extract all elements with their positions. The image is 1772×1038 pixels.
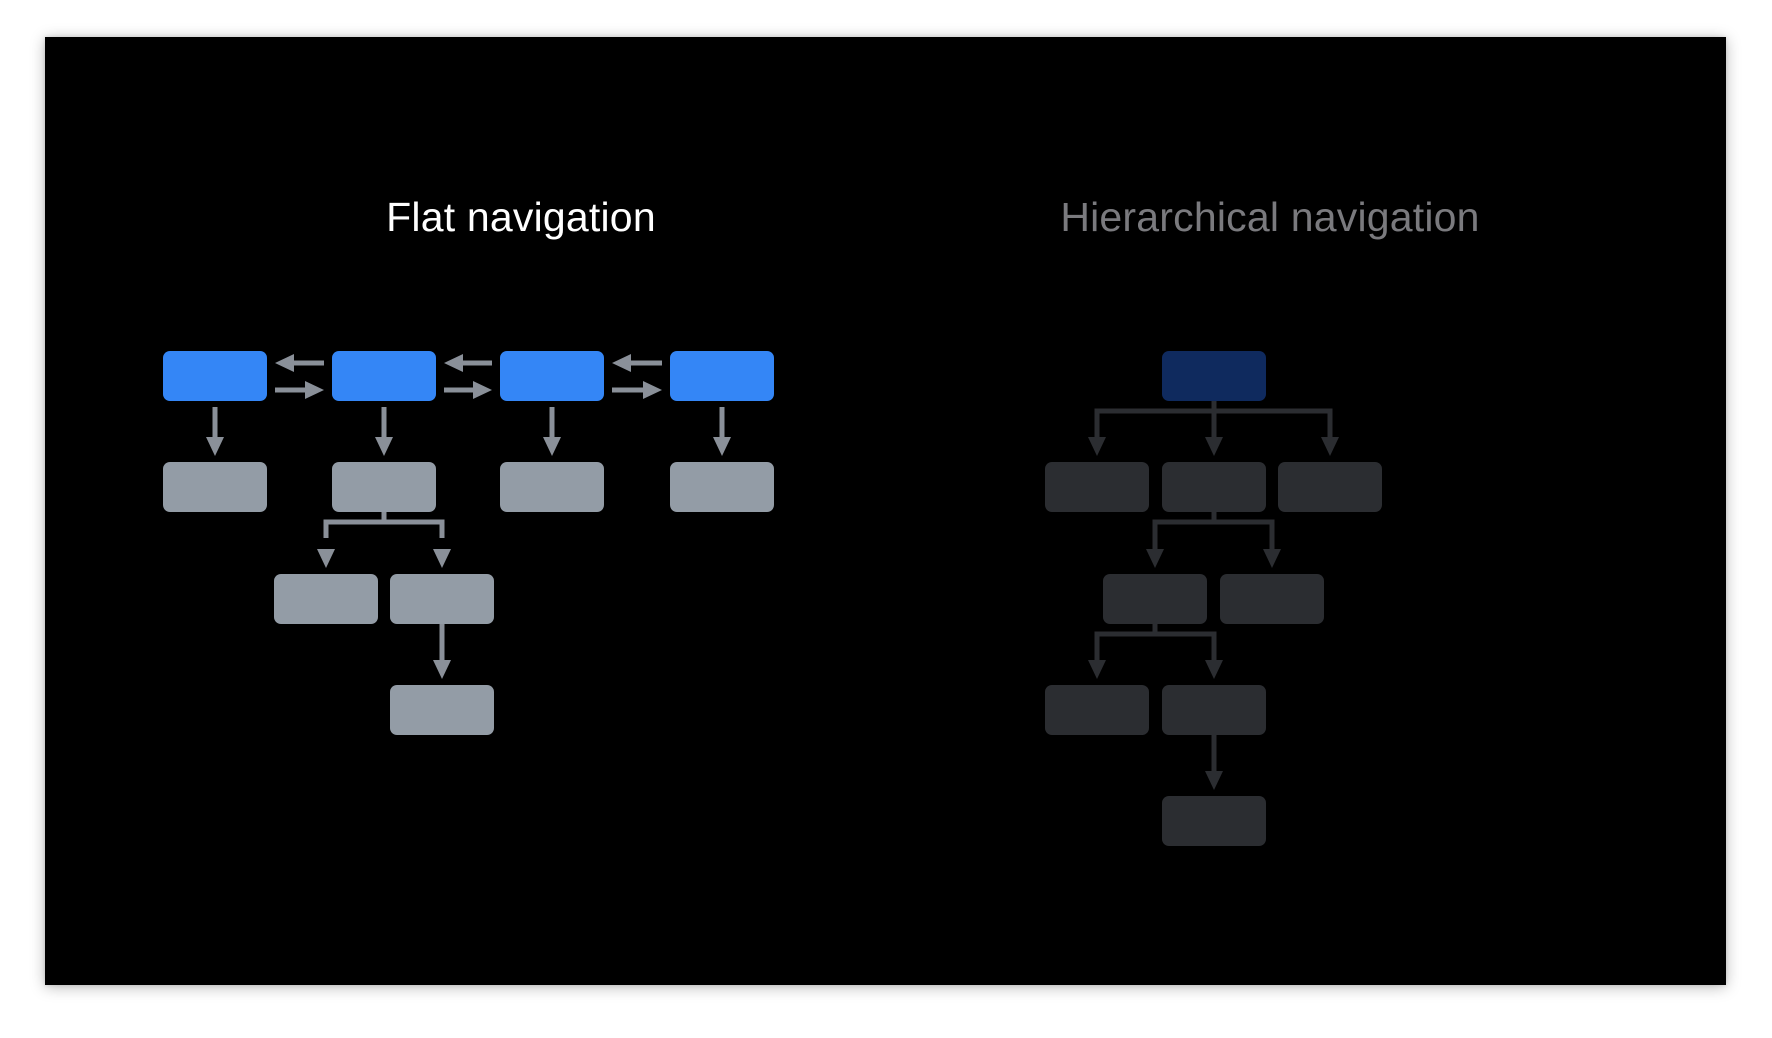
flat-navigation-title: Flat navigation — [386, 194, 656, 240]
arrow-down-icon — [543, 437, 561, 456]
arrow-down-icon — [1088, 660, 1106, 679]
top-level-section-node — [670, 351, 774, 401]
arrow-down-icon — [1205, 660, 1223, 679]
arrow-down-icon — [1263, 549, 1281, 568]
arrow-right-icon — [643, 381, 662, 399]
arrow-down-icon — [317, 549, 335, 568]
root-node — [1162, 351, 1266, 401]
child-screen-node — [1045, 685, 1149, 735]
child-screen-node — [390, 685, 494, 735]
hierarchical-navigation-title: Hierarchical navigation — [1060, 194, 1480, 240]
arrow-down-icon — [433, 660, 451, 679]
arrow-down-icon — [433, 549, 451, 568]
arrow-down-icon — [1088, 437, 1106, 456]
branch-bar — [323, 519, 445, 538]
arrow-left-icon — [444, 354, 463, 372]
child-screen-node — [163, 462, 267, 512]
arrow-down-icon — [713, 437, 731, 456]
child-screen-node — [332, 462, 436, 512]
branch-bar — [1094, 631, 1217, 669]
arrow-down-icon — [1205, 771, 1223, 790]
top-level-section-node — [163, 351, 267, 401]
child-screen-node — [1278, 462, 1382, 512]
navigation-diagrams — [163, 351, 1382, 846]
arrow-left-icon — [275, 354, 294, 372]
arrow-down-icon — [1146, 549, 1164, 568]
top-level-section-node — [500, 351, 604, 401]
child-screen-node — [1162, 796, 1266, 846]
branch-bar — [1094, 408, 1333, 446]
child-screen-node — [390, 574, 494, 624]
arrow-down-icon — [1321, 437, 1339, 456]
child-screen-node — [1162, 685, 1266, 735]
hierarchical-navigation-diagram — [1045, 351, 1382, 846]
child-screen-node — [500, 462, 604, 512]
arrow-down-icon — [206, 437, 224, 456]
top-level-section-node — [332, 351, 436, 401]
arrow-down-icon — [375, 437, 393, 456]
child-screen-node — [670, 462, 774, 512]
arrow-left-icon — [612, 354, 631, 372]
branch-bar — [1152, 519, 1275, 558]
child-screen-node — [1045, 462, 1149, 512]
slide: Flat navigation Hierarchical navigation — [45, 37, 1726, 985]
child-screen-node — [1220, 574, 1324, 624]
arrow-down-icon — [1205, 437, 1223, 456]
child-screen-node — [1103, 574, 1207, 624]
flat-navigation-diagram — [163, 351, 774, 735]
arrow-right-icon — [305, 381, 324, 399]
child-screen-node — [1162, 462, 1266, 512]
child-screen-node — [274, 574, 378, 624]
arrow-right-icon — [473, 381, 492, 399]
